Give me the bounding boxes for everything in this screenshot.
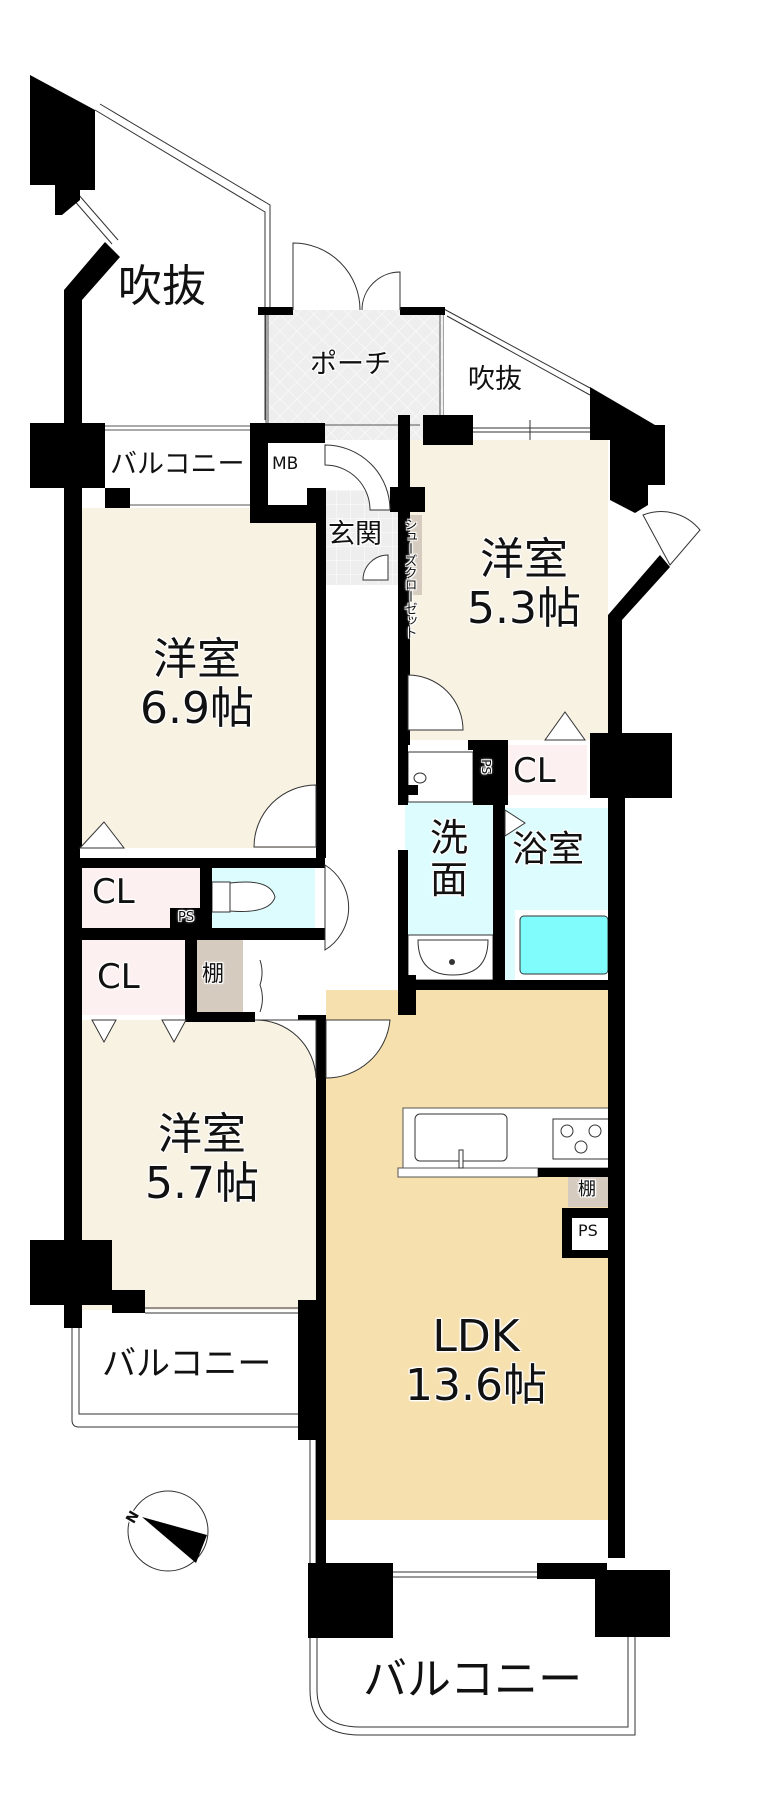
bathroom-label: 浴室	[512, 829, 585, 870]
western-room-2-name: 洋室	[479, 534, 568, 585]
door-swings	[253, 242, 701, 1079]
closet-2-label: CL	[97, 957, 140, 997]
closet-2-area	[80, 940, 185, 1015]
kitchen-counter	[397, 1107, 621, 1178]
pipe-space-1-label: PS	[178, 910, 195, 925]
western-room-2-size: 5.3帖	[467, 583, 581, 635]
balcony-south-area	[309, 1571, 636, 1736]
void-small-area	[441, 307, 591, 440]
bathtub-water	[519, 915, 609, 975]
western-room-3-size: 5.7帖	[145, 1158, 259, 1210]
balcony-west-area	[71, 1307, 300, 1428]
shelf-1-area	[195, 940, 243, 1015]
pipe-space-3-label: PS	[578, 1221, 598, 1240]
porch-label: ポーチ	[310, 349, 391, 380]
toilet-fixture	[211, 881, 276, 913]
shelf-2-label: 棚	[578, 1179, 596, 1200]
washroom-label: 洗面	[429, 816, 468, 902]
western-room-3-floor	[80, 1020, 316, 1310]
closet-3-label: CL	[513, 751, 556, 791]
western-room-3-label: 洋室 5.7帖	[145, 1110, 259, 1209]
western-room-2-label: 洋室 5.3帖	[467, 535, 581, 634]
western-room-3-name: 洋室	[157, 1109, 246, 1160]
ldk-name: LDK	[432, 1311, 520, 1362]
porch-area	[266, 310, 444, 440]
western-room-1-size: 6.9帖	[140, 683, 254, 735]
shoe-closet-label: シューズクローゼット	[401, 518, 417, 638]
western-room-1-name: 洋室	[152, 634, 241, 685]
shelf-1-label: 棚	[202, 962, 225, 987]
balcony-south-label: バルコニー	[363, 1654, 583, 1705]
closet-door-markers	[78, 711, 586, 1044]
closet-1-label: CL	[92, 872, 135, 912]
entrance-label: 玄関	[328, 519, 382, 550]
pipe-space-2-label: PS	[479, 759, 494, 775]
western-room-1-floor	[80, 508, 316, 848]
ldk-label: LDK 13.6帖	[405, 1312, 547, 1411]
stove	[552, 1118, 610, 1160]
western-room-1-label: 洋室 6.9帖	[140, 635, 254, 734]
ldk-size: 13.6帖	[405, 1360, 547, 1412]
void-large-label: 吹抜	[118, 261, 206, 312]
walls	[30, 75, 672, 1638]
balcony-west-label: バルコニー	[102, 1344, 272, 1384]
compass	[127, 1490, 209, 1572]
meter-box-area	[268, 440, 306, 490]
closet-3-area	[507, 745, 587, 795]
meter-box-label: MB	[272, 454, 299, 474]
void-small-label: 吹抜	[468, 364, 522, 395]
washbasin	[407, 934, 494, 981]
balcony-north-label: バルコニー	[110, 449, 245, 480]
